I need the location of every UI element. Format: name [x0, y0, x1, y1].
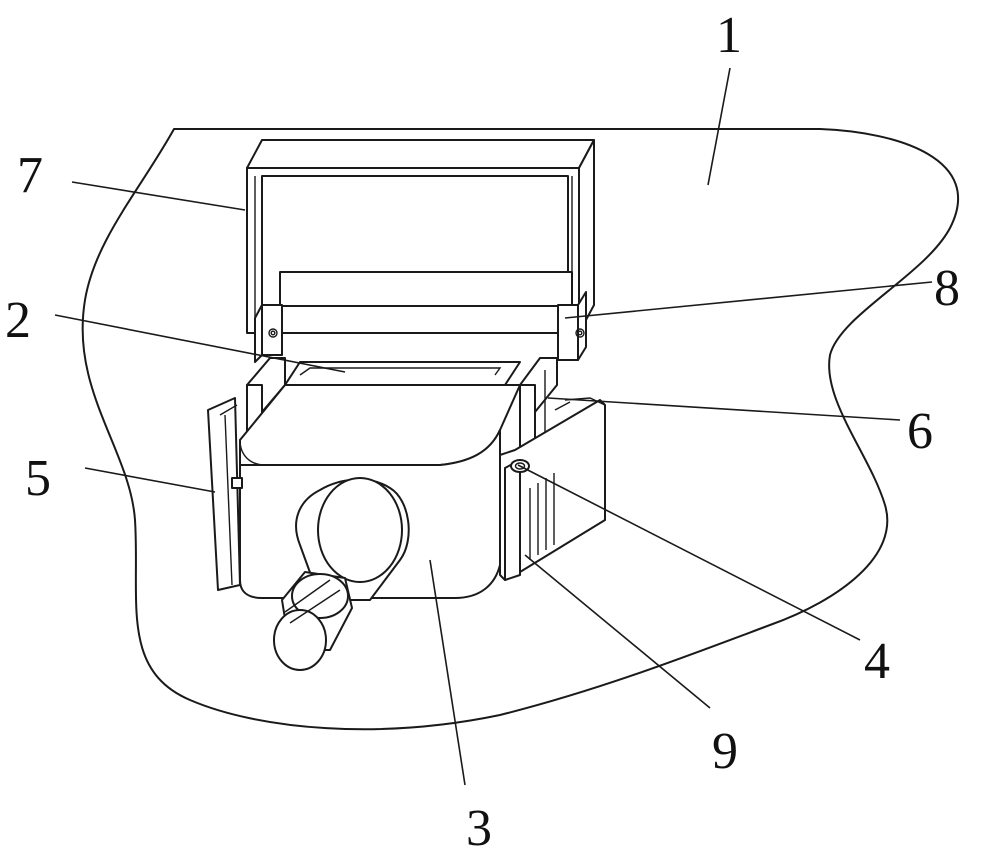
leader-4: [518, 465, 860, 640]
callout-9: 9: [712, 723, 738, 780]
leader-1: [708, 68, 730, 185]
leader-7: [72, 182, 245, 210]
callout-7: 7: [17, 147, 43, 204]
u-frame-cover: [247, 140, 594, 335]
callout-2: 2: [5, 292, 31, 349]
callout-3: 3: [466, 800, 492, 854]
callout-5: 5: [25, 450, 51, 507]
callout-8: 8: [934, 260, 960, 317]
callout-6: 6: [907, 403, 933, 460]
hinge-block-left: [255, 305, 282, 362]
leader-9: [525, 555, 710, 708]
right-clamp-plate: [500, 398, 605, 580]
leader-5: [85, 468, 215, 492]
callout-1: 1: [716, 7, 742, 64]
left-clamp-plate: [208, 398, 242, 590]
callout-4: 4: [864, 633, 890, 690]
insertion-slot: [285, 362, 520, 385]
